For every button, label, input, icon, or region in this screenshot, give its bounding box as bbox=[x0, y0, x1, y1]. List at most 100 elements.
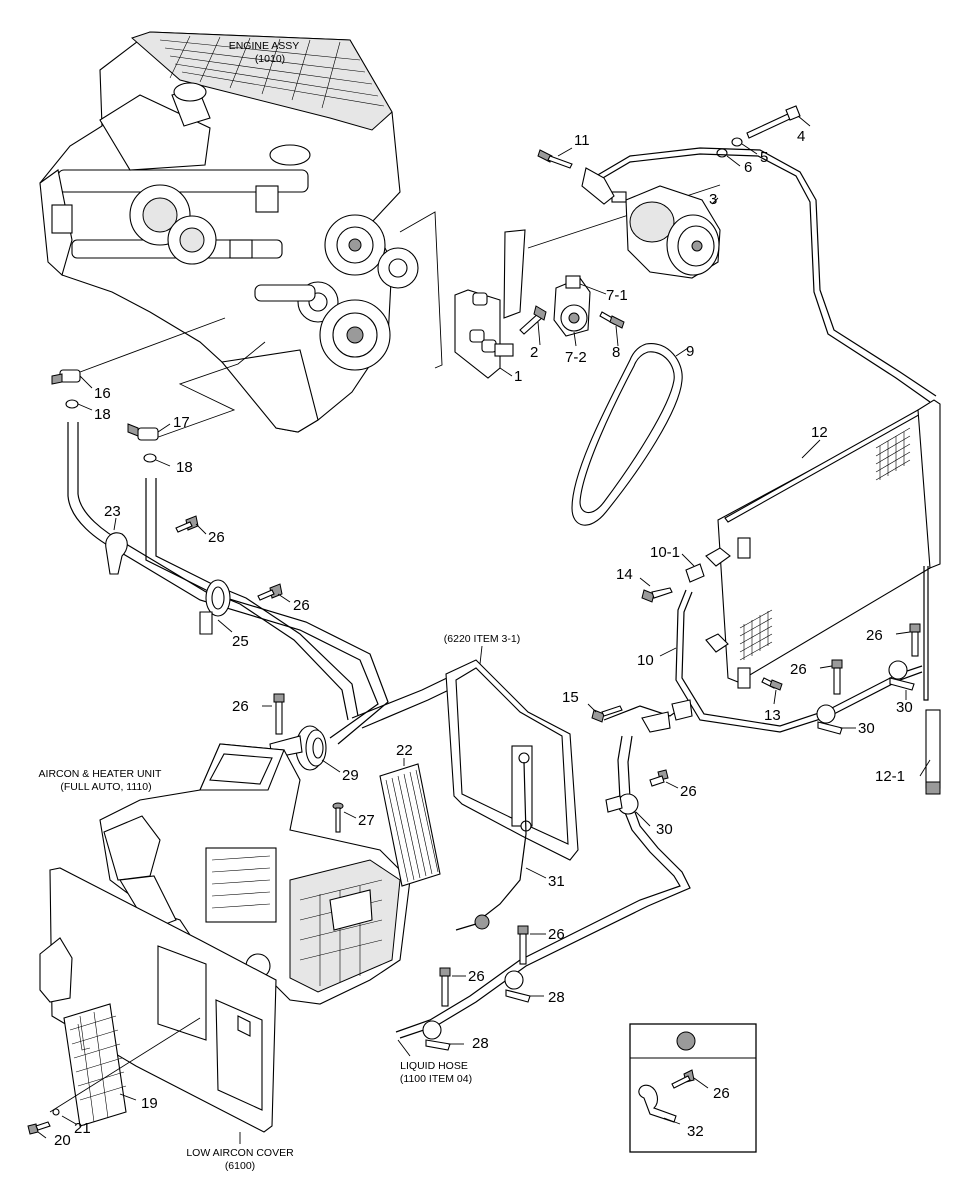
screw-27 bbox=[332, 802, 344, 833]
callout-30-a: 30 bbox=[858, 720, 875, 737]
bracket-10 bbox=[705, 633, 729, 653]
engine-assy-label: ENGINE ASSY bbox=[229, 40, 300, 52]
clamp-28-a bbox=[504, 970, 531, 1003]
pipe-12-1 bbox=[923, 566, 941, 795]
bolt-26-c bbox=[831, 659, 843, 695]
clamp-30-a bbox=[816, 704, 843, 735]
callout-26-d: 26 bbox=[866, 627, 883, 644]
fitting-16 bbox=[51, 369, 81, 385]
callout-22: 22 bbox=[396, 742, 413, 759]
discharge-hose bbox=[581, 147, 937, 403]
compressor-3 bbox=[611, 185, 721, 279]
item-6220-label: (6220 ITEM 3-1) bbox=[444, 633, 520, 645]
callout-32: 32 bbox=[687, 1123, 704, 1140]
callout-3: 3 bbox=[709, 191, 717, 208]
clamp-23 bbox=[105, 532, 128, 575]
callout-21: 21 bbox=[74, 1120, 91, 1137]
filter-22 bbox=[379, 763, 441, 887]
callout-7-1: 7-1 bbox=[606, 287, 628, 304]
bolt-26-g bbox=[517, 925, 529, 965]
clamp-30-b bbox=[888, 660, 915, 691]
clamp-30-c bbox=[605, 793, 639, 815]
callout-28-a: 28 bbox=[548, 989, 565, 1006]
bolt-26-b bbox=[257, 583, 283, 601]
tensioner-7 bbox=[553, 275, 591, 337]
engine-leader-lines bbox=[71, 211, 443, 441]
o-ring-18-b bbox=[143, 453, 157, 463]
fitting-17 bbox=[127, 423, 159, 441]
bolt-26-i bbox=[671, 1069, 695, 1089]
low-cover-ref: (6100) bbox=[225, 1160, 255, 1172]
liquid-hose bbox=[395, 699, 693, 1039]
screw-20 bbox=[27, 1121, 51, 1135]
bracket-1 bbox=[454, 229, 526, 379]
callout-9: 9 bbox=[686, 343, 694, 360]
callout-1: 1 bbox=[514, 368, 522, 385]
callout-18-a: 18 bbox=[94, 406, 111, 423]
bracket-10-1 bbox=[685, 547, 731, 583]
aircon-unit-ref: (FULL AUTO, 1110) bbox=[60, 781, 151, 793]
callout-26-f: 26 bbox=[680, 783, 697, 800]
hose-10 bbox=[675, 589, 923, 733]
bolt-26-h bbox=[439, 967, 451, 1007]
o-ring-18-a bbox=[65, 399, 79, 409]
callout-27: 27 bbox=[358, 812, 375, 829]
liquid-hose-ref: (1100 ITEM 04) bbox=[400, 1073, 472, 1085]
callout-20: 20 bbox=[54, 1132, 71, 1149]
engine-assembly bbox=[39, 31, 419, 433]
bolt-26-e bbox=[273, 693, 285, 735]
callout-26-c: 26 bbox=[790, 661, 807, 678]
callout-19: 19 bbox=[141, 1095, 158, 1112]
bolt-26-a bbox=[175, 515, 199, 533]
bolt-4 bbox=[746, 105, 801, 139]
callout-2: 2 bbox=[530, 344, 538, 361]
washer-21 bbox=[52, 1108, 60, 1116]
callout-12: 12 bbox=[811, 424, 828, 441]
bolt-15 bbox=[591, 705, 623, 723]
aircon-unit-label: AIRCON & HEATER UNIT bbox=[39, 768, 162, 780]
callout-31: 31 bbox=[548, 873, 565, 890]
callout-14: 14 bbox=[616, 566, 633, 583]
callout-18-b: 18 bbox=[176, 459, 193, 476]
clamp-32 bbox=[638, 1084, 677, 1123]
callout-10-1: 10-1 bbox=[650, 544, 680, 561]
liquid-hose-label: LIQUID HOSE bbox=[400, 1060, 468, 1072]
clamp-25 bbox=[199, 579, 231, 635]
bolt-8 bbox=[599, 311, 625, 329]
aircon-heater-unit bbox=[99, 743, 411, 1005]
bolt-26-d bbox=[909, 623, 921, 657]
callout-17: 17 bbox=[173, 414, 190, 431]
callout-26-a: 26 bbox=[208, 529, 225, 546]
callout-11: 11 bbox=[574, 132, 590, 149]
bolt-2 bbox=[519, 305, 547, 335]
washer-5 bbox=[731, 137, 743, 147]
v-belt-9 bbox=[571, 343, 683, 526]
callout-26-g: 26 bbox=[548, 926, 565, 943]
callout-26-h: 26 bbox=[468, 968, 485, 985]
callout-29: 29 bbox=[342, 767, 359, 784]
bolt-13 bbox=[761, 677, 783, 691]
clamp-28-b bbox=[422, 1020, 451, 1051]
washer-6 bbox=[716, 148, 728, 158]
callout-30-c: 30 bbox=[656, 821, 673, 838]
bolt-11 bbox=[537, 149, 573, 169]
callout-13: 13 bbox=[764, 707, 781, 724]
callout-23: 23 bbox=[104, 503, 121, 520]
callout-16: 16 bbox=[94, 385, 111, 402]
callout-15: 15 bbox=[562, 689, 579, 706]
callout-4: 4 bbox=[797, 128, 805, 145]
callout-25: 25 bbox=[232, 633, 249, 650]
callout-26-i: 26 bbox=[713, 1085, 730, 1102]
bolt-26-f bbox=[649, 769, 669, 787]
callout-8: 8 bbox=[612, 344, 620, 361]
bolt-14 bbox=[641, 587, 673, 603]
callout-12-1: 12-1 bbox=[875, 768, 905, 785]
inset-detail-32 bbox=[629, 1023, 757, 1153]
grille-19 bbox=[63, 1003, 127, 1127]
callout-numbers: 1 2 3 4 5 6 7-1 7-2 8 9 10 10-1 11 12 12… bbox=[54, 128, 913, 1149]
callout-26-e: 26 bbox=[232, 698, 249, 715]
callout-30-b: 30 bbox=[896, 699, 913, 716]
low-aircon-cover bbox=[39, 867, 277, 1133]
callout-7-2: 7-2 bbox=[565, 349, 587, 366]
